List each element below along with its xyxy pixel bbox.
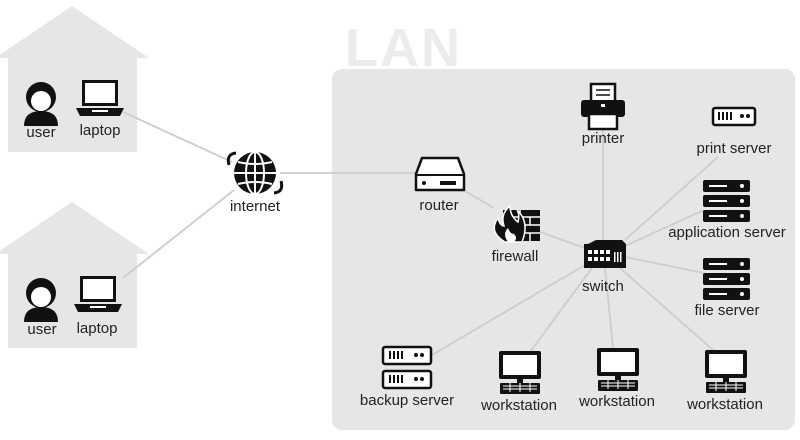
monitor-icon bbox=[705, 350, 747, 393]
switch-icon bbox=[584, 240, 626, 268]
link-laptop1-internet bbox=[122, 111, 233, 163]
workstation-label: workstation bbox=[687, 396, 763, 413]
router-label: router bbox=[419, 197, 459, 214]
application-server-label: application server bbox=[668, 224, 786, 241]
firewall-icon bbox=[493, 204, 540, 243]
monitor-icon bbox=[597, 348, 639, 391]
link-switch-workstation-3 bbox=[619, 267, 714, 351]
link-switch-workstation-2 bbox=[604, 267, 614, 349]
link-laptop2-internet bbox=[122, 189, 235, 279]
user-icon bbox=[24, 82, 58, 126]
globe-icon bbox=[226, 151, 284, 195]
router-icon bbox=[414, 156, 466, 192]
printer-label: printer bbox=[581, 130, 625, 147]
internet-label: internet bbox=[229, 198, 281, 215]
switch-label: switch bbox=[582, 278, 624, 295]
file-server-label: file server bbox=[694, 302, 760, 319]
link-switch-print-server bbox=[624, 156, 719, 241]
laptop-icon bbox=[76, 80, 124, 116]
user-icon bbox=[24, 278, 58, 322]
user-label: user bbox=[26, 124, 56, 141]
laptop-icon bbox=[74, 276, 122, 312]
user-label: user bbox=[27, 321, 57, 338]
server-rack-icon bbox=[703, 180, 750, 222]
lan-title: LAN bbox=[345, 18, 462, 78]
workstation-label: workstation bbox=[481, 397, 557, 414]
link-firewall-switch bbox=[539, 231, 586, 249]
laptop-label: laptop bbox=[76, 320, 118, 337]
firewall-label: firewall bbox=[491, 248, 539, 265]
print-server-label: print server bbox=[696, 140, 772, 157]
print-server-icon bbox=[711, 106, 757, 127]
link-switch-workstation-1 bbox=[529, 267, 593, 353]
printer-icon bbox=[581, 82, 625, 131]
house-1 bbox=[0, 6, 149, 152]
link-switch-file-server bbox=[624, 256, 705, 274]
backup-server-icon bbox=[381, 345, 433, 390]
link-switch-application-server bbox=[624, 209, 705, 247]
links bbox=[122, 111, 719, 356]
monitor-icon bbox=[499, 351, 541, 394]
link-switch-backup-server bbox=[431, 264, 586, 356]
laptop-label: laptop bbox=[79, 122, 121, 139]
backup-server-label: backup server bbox=[359, 392, 455, 409]
server-rack-icon bbox=[703, 258, 750, 300]
workstation-label: workstation bbox=[579, 393, 655, 410]
